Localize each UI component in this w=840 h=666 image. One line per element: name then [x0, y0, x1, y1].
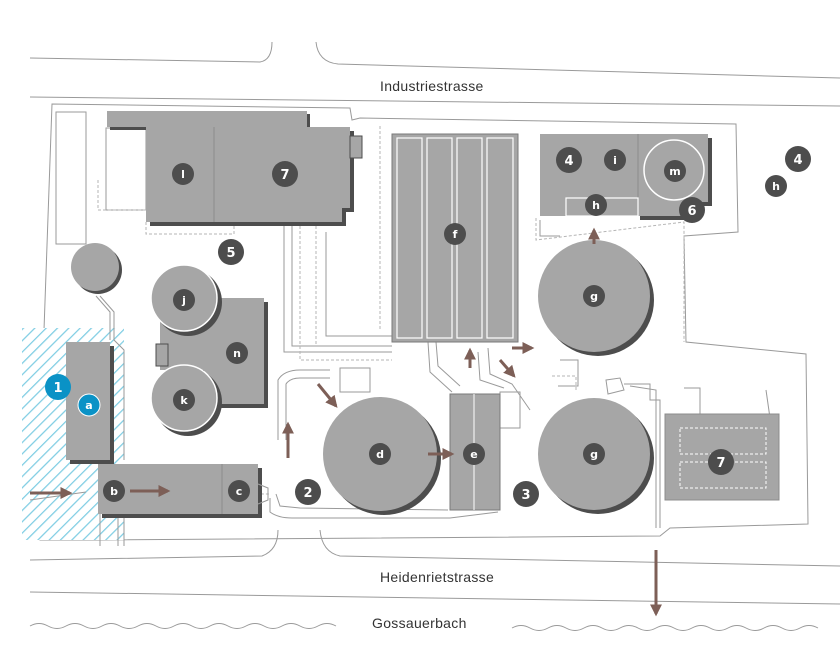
svg-text:m: m	[669, 165, 680, 178]
marker-j[interactable]: j	[173, 289, 195, 311]
svg-text:b: b	[110, 485, 118, 498]
building-n-annex	[155, 343, 169, 367]
dashed-outlines	[97, 126, 685, 495]
svg-text:d: d	[376, 448, 384, 461]
svg-text:a: a	[85, 399, 92, 412]
marker-c[interactable]: c	[228, 480, 250, 502]
svg-text:f: f	[453, 228, 458, 241]
marker-h-left[interactable]: h	[585, 194, 607, 216]
flow-arrow-to-d	[316, 383, 338, 408]
basin-f-lane-4	[486, 137, 514, 339]
svg-text:1: 1	[53, 381, 62, 396]
marker-d[interactable]: d	[369, 443, 391, 465]
marker-7-right[interactable]: 7	[708, 449, 734, 475]
building-l7-annex	[349, 135, 363, 159]
svg-text:5: 5	[226, 246, 235, 261]
round-tank-small	[71, 243, 119, 291]
road-edge-north-left	[29, 41, 273, 63]
marker-5[interactable]: 5	[218, 239, 244, 265]
creek-label: Gossauerbach	[372, 615, 467, 631]
marker-m[interactable]: m	[664, 160, 686, 182]
svg-text:l: l	[181, 168, 185, 181]
marker-n[interactable]: n	[226, 342, 248, 364]
marker-4-right[interactable]: 4	[785, 146, 811, 172]
svg-text:h: h	[592, 199, 600, 212]
svg-text:6: 6	[687, 204, 696, 219]
svg-text:k: k	[180, 394, 188, 407]
marker-g-upper[interactable]: g	[583, 285, 605, 307]
svg-text:g: g	[590, 448, 598, 461]
marker-i[interactable]: i	[604, 149, 626, 171]
svg-text:c: c	[236, 485, 243, 498]
building-strip-top	[107, 111, 307, 127]
street-label-north: Industriestrasse	[380, 78, 484, 94]
marker-4-left[interactable]: 4	[556, 147, 582, 173]
marker-6[interactable]: 6	[679, 197, 705, 223]
svg-text:g: g	[590, 290, 598, 303]
marker-b[interactable]: b	[103, 480, 125, 502]
building-l7	[146, 127, 350, 222]
marker-h-right[interactable]: h	[765, 175, 787, 197]
marker-f[interactable]: f	[444, 223, 466, 245]
road-edge-south-lower	[29, 591, 840, 605]
street-label-south: Heidenrietstrasse	[380, 569, 494, 585]
creek-waves	[29, 623, 819, 631]
svg-text:n: n	[233, 347, 241, 360]
markers: 1 a b c 2 3 d e	[45, 146, 811, 507]
roads	[29, 41, 840, 605]
road-edge-south-right	[319, 529, 840, 567]
marker-3[interactable]: 3	[513, 481, 539, 507]
svg-text:3: 3	[521, 488, 530, 503]
svg-text:h: h	[772, 180, 780, 193]
svg-text:e: e	[470, 448, 477, 461]
flow-arrow-f-g-lower	[498, 359, 516, 378]
marker-2[interactable]: 2	[295, 479, 321, 505]
svg-text:4: 4	[564, 154, 573, 169]
svg-text:i: i	[613, 154, 617, 167]
flow-arrows	[30, 227, 662, 617]
svg-text:7: 7	[280, 168, 289, 183]
marker-k[interactable]: k	[173, 389, 195, 411]
outlet-c	[257, 483, 269, 505]
marker-e[interactable]: e	[463, 443, 485, 465]
svg-text:2: 2	[303, 486, 312, 501]
marker-a[interactable]: a	[77, 393, 101, 417]
basin-f-lane-1	[396, 137, 423, 339]
svg-text:j: j	[181, 294, 186, 307]
marker-7-top[interactable]: 7	[272, 161, 298, 187]
svg-text:7: 7	[716, 456, 725, 471]
svg-text:4: 4	[793, 153, 802, 168]
marker-1[interactable]: 1	[45, 374, 71, 400]
road-edge-south-left	[29, 529, 279, 561]
road-edge-north-right	[315, 41, 840, 79]
marker-g-lower[interactable]: g	[583, 443, 605, 465]
marker-l[interactable]: l	[172, 163, 194, 185]
road-edge-north-lower	[29, 96, 840, 107]
